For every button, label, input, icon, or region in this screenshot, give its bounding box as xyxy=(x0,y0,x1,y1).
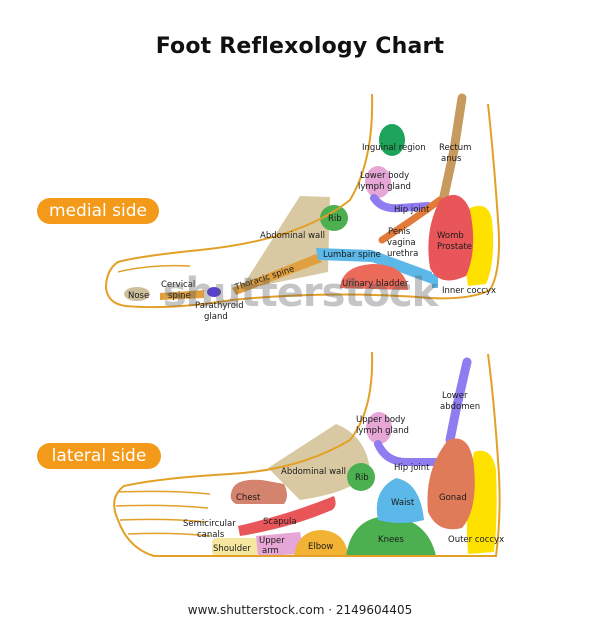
lateral-label-waist: Waist xyxy=(391,498,415,508)
lateral-lower-abdomen-zone xyxy=(445,357,472,445)
lateral-rib-zone xyxy=(347,463,375,491)
medial-foot: Inguinal region Rectum anus Lower body l… xyxy=(104,93,500,322)
lateral-lymph-gland-zone xyxy=(366,412,392,444)
medial-coccyx-marker xyxy=(432,274,438,288)
lateral-label-lower-abdomen-1: Lower xyxy=(442,391,468,401)
medial-hip-joint-zone xyxy=(370,194,432,213)
chart-title: Foot Reflexology Chart xyxy=(155,34,445,59)
medial-label-rib: Rib xyxy=(328,214,342,224)
medial-label-parathyroid-1: Parathyroid xyxy=(195,301,244,311)
lateral-foot: Lower abdomen Upper body lymph gland Hip… xyxy=(113,351,504,557)
medial-label-inner-coccyx: Inner coccyx xyxy=(442,286,496,296)
lateral-label-elbow: Elbow xyxy=(308,542,333,552)
medial-inguinal-zone xyxy=(379,124,405,156)
medial-label-parathyroid-2: gland xyxy=(204,312,228,322)
lateral-knees-zone xyxy=(346,516,436,556)
medial-label-anus: anus xyxy=(441,154,462,164)
lateral-side-label: lateral side xyxy=(37,443,161,469)
medial-label-cervical-2: spine xyxy=(168,291,191,301)
lateral-elbow-zone xyxy=(294,530,348,556)
lateral-hip-joint-zone xyxy=(374,440,440,466)
lateral-label-upper-body-2: lymph gland xyxy=(356,426,409,436)
lateral-label-semicircular-1: Semicircular xyxy=(183,519,236,529)
lateral-toe-4 xyxy=(127,532,211,537)
lateral-shoulder-zone xyxy=(212,538,258,556)
medial-side-label: medial side xyxy=(37,198,159,224)
medial-label-nose: Nose xyxy=(128,291,149,301)
lateral-scapula-zone xyxy=(238,496,336,536)
lateral-chest-zone xyxy=(230,479,287,504)
lateral-label-shoulder: Shoulder xyxy=(213,544,251,554)
medial-lymph-gland-zone xyxy=(365,166,391,198)
medial-label-lower-body-2: lymph gland xyxy=(358,182,411,192)
medial-label-inguinal: Inguinal region xyxy=(362,143,426,153)
lateral-gonad-zone xyxy=(427,438,475,530)
medial-label-hip: Hip joint xyxy=(394,205,430,215)
lateral-toe-3 xyxy=(119,518,207,523)
lateral-label-rib: Rib xyxy=(355,473,369,483)
medial-nose-zone xyxy=(124,287,150,301)
medial-bladder-zone xyxy=(340,264,408,290)
medial-label-lower-body-1: Lower body xyxy=(360,171,409,181)
lateral-label-chest: Chest xyxy=(236,493,261,503)
lateral-label-hip: Hip joint xyxy=(394,463,430,473)
medial-label-abdominal: Abdominal wall xyxy=(260,231,325,241)
watermark: shutterstock xyxy=(162,270,439,316)
lateral-label-upper-arm-1: Upper xyxy=(259,536,285,546)
medial-rib-zone xyxy=(320,205,348,231)
medial-label-urethra: urethra xyxy=(387,249,418,259)
lateral-label-abdominal: Abdominal wall xyxy=(281,467,346,477)
medial-thoracic-spine-zone xyxy=(232,254,322,295)
lateral-toe-2 xyxy=(115,504,209,509)
medial-lumbar-spine-zone xyxy=(316,248,372,262)
medial-label-prostate: Prostate xyxy=(437,242,472,252)
medial-cervical-spine-zone xyxy=(160,290,204,300)
medial-label-cervical-1: Cervical xyxy=(161,280,195,290)
lateral-label-knees: Knees xyxy=(378,535,404,545)
medial-toe-line xyxy=(117,264,191,273)
lateral-waist-zone xyxy=(376,478,424,523)
medial-label-womb: Womb xyxy=(437,231,464,241)
medial-label-lumbar: Lumbar spine xyxy=(323,250,381,260)
medial-label-penis: Penis xyxy=(388,227,411,237)
medial-parathyroid-zone xyxy=(207,287,221,297)
lateral-label-upper-arm-2: arm xyxy=(262,546,279,556)
lateral-label-gonad: Gonad xyxy=(439,493,467,503)
medial-urethra-zone xyxy=(378,196,444,244)
medial-label-vagina: vagina xyxy=(387,238,416,248)
medial-spine-to-coccyx xyxy=(372,250,432,284)
lateral-label-upper-body-1: Upper body xyxy=(356,415,405,425)
medial-rectum-zone xyxy=(439,93,467,201)
medial-label-rectum: Rectum xyxy=(439,143,471,153)
lateral-label-outer-coccyx: Outer coccyx xyxy=(448,535,504,545)
lateral-foot-outline xyxy=(113,351,501,557)
footer-credit: www.shutterstock.com · 2149604405 xyxy=(187,603,413,617)
lateral-toe-1 xyxy=(117,490,211,495)
medial-womb-zone xyxy=(428,194,474,281)
lateral-label-semicircular-2: canals xyxy=(197,530,225,540)
lateral-label-lower-abdomen-2: abdomen xyxy=(440,402,480,412)
lateral-label-scapula: Scapula xyxy=(263,517,297,527)
medial-label-bladder: Urinary bladder xyxy=(342,279,409,289)
lateral-upper-arm-zone xyxy=(256,532,304,556)
medial-foot-outline xyxy=(104,93,500,309)
